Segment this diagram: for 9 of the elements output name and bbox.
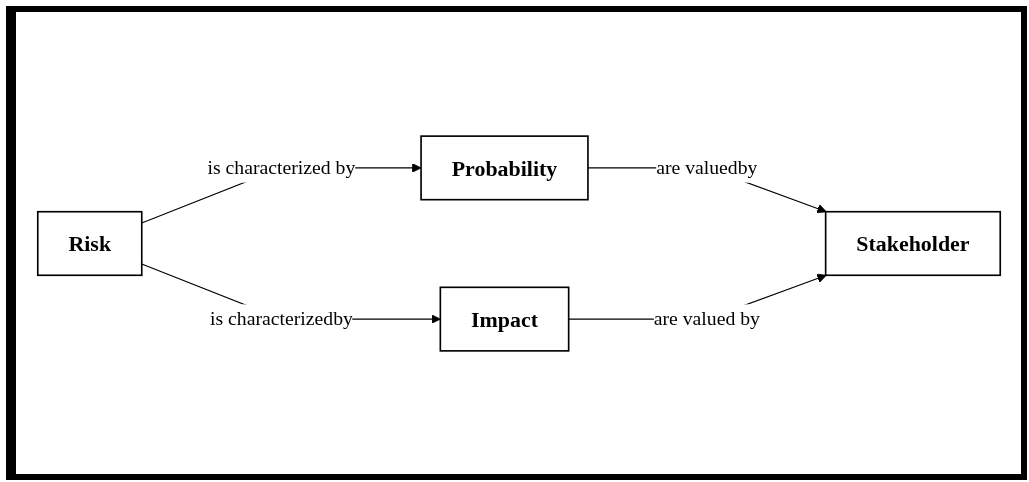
node-box bbox=[824, 210, 1001, 276]
edge-label: are valued by bbox=[653, 307, 760, 330]
edge-label: are valuedby bbox=[655, 155, 757, 178]
edge-label: is characterizedby bbox=[209, 307, 353, 330]
node-box bbox=[419, 134, 589, 200]
edge-label: is characterized by bbox=[206, 155, 355, 178]
node-box bbox=[36, 210, 143, 276]
frame-border: is characterized by are valuedby is characterizedby are valued by Probability Risk Stakeholder Impact bbox=[6, 6, 1027, 480]
node-box bbox=[439, 286, 569, 352]
